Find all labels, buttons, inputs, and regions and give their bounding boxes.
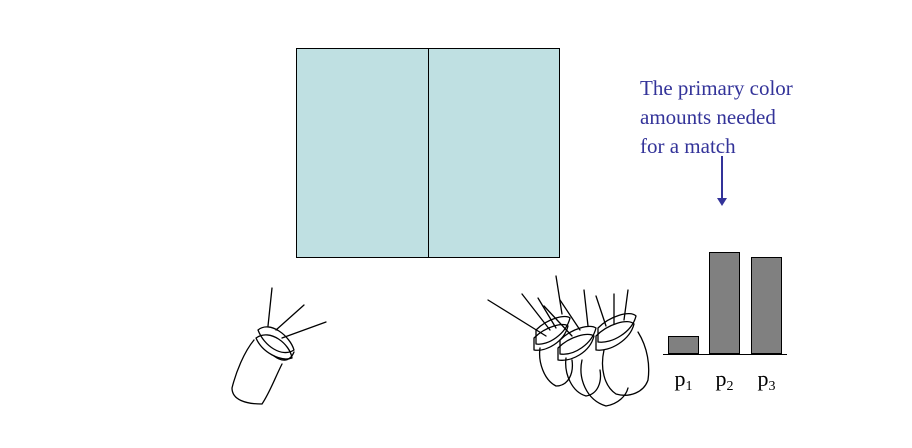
chart-baseline xyxy=(663,354,787,355)
bar-label-base: p xyxy=(757,366,769,391)
primary-lamp-icon xyxy=(487,275,574,387)
bar-label-p1: p1 xyxy=(664,366,704,400)
bar-label-subscript: 1 xyxy=(685,379,693,394)
primary-mix-field xyxy=(428,49,559,257)
color-match-field xyxy=(296,48,560,258)
bar-label-p2: p2 xyxy=(705,366,745,400)
bar-label-base: p xyxy=(715,366,727,391)
bar-label-subscript: 2 xyxy=(726,379,734,394)
bar-p1 xyxy=(668,336,699,354)
caption: The primary color amounts needed for a m… xyxy=(640,74,840,161)
bar-p3 xyxy=(751,257,782,354)
down-arrow-icon xyxy=(717,156,727,206)
test-light-field xyxy=(297,49,429,257)
caption-line-3: for a match xyxy=(640,134,736,158)
bar-label-base: p xyxy=(674,366,686,391)
caption-line-1: The primary color xyxy=(640,76,793,100)
primary-lamp-icon xyxy=(580,289,650,407)
caption-line-2: amounts needed xyxy=(640,105,776,129)
test-lamp-icon xyxy=(231,287,327,405)
primary-lamp-icon xyxy=(543,289,602,397)
bar-p2 xyxy=(709,252,740,354)
bar-label-subscript: 3 xyxy=(768,379,776,394)
bar-label-p3: p3 xyxy=(747,366,787,400)
